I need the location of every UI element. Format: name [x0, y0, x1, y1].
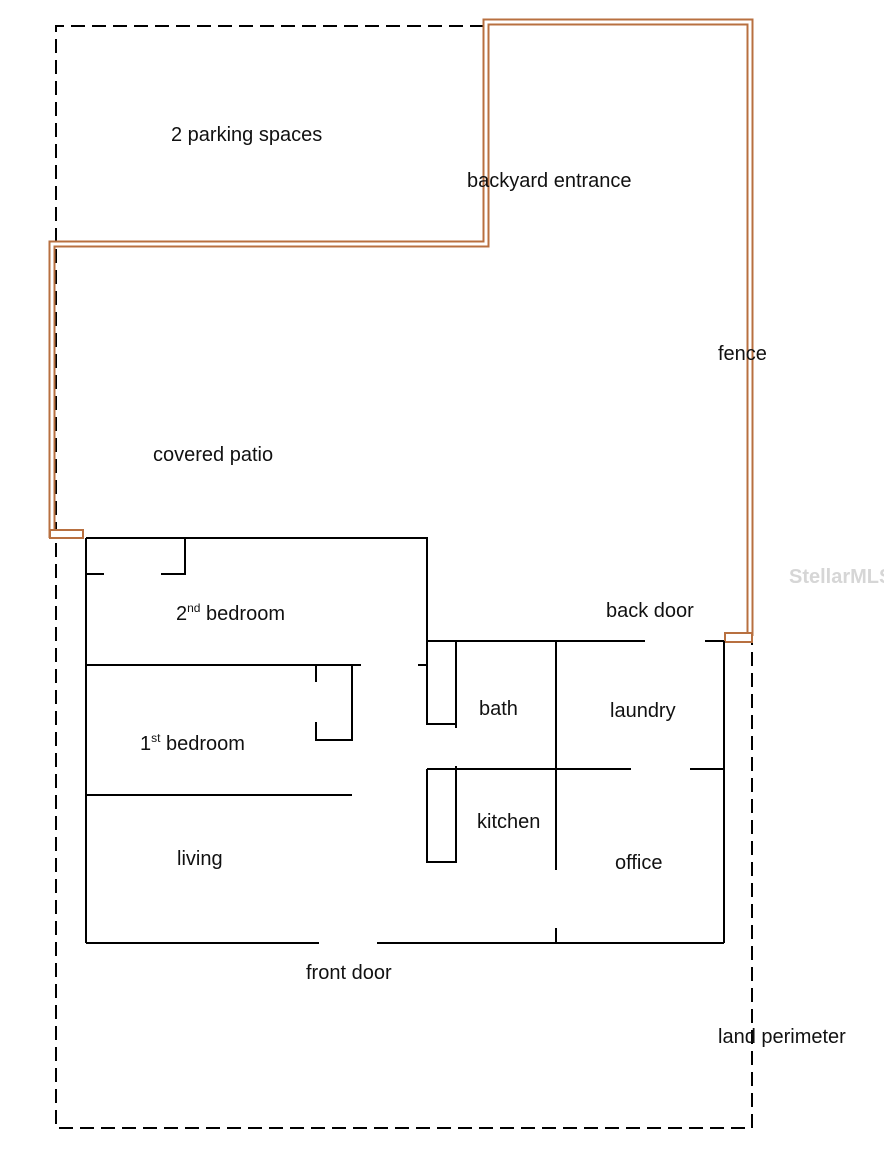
back-door-label: back door: [606, 600, 694, 622]
fence-post-left: [49, 529, 84, 539]
laundry-label: laundry: [610, 700, 676, 722]
living-label: living: [177, 848, 223, 870]
parking-label: 2 parking spaces: [171, 124, 322, 146]
kitchen-label: kitchen: [477, 811, 540, 833]
bedroom-2-label: 2nd bedroom: [176, 601, 285, 625]
land-perimeter-label: land perimeter: [718, 1026, 846, 1048]
backyard-entrance-label: backyard entrance: [467, 170, 632, 192]
office-label: office: [615, 852, 662, 874]
fence: [48, 18, 754, 643]
bath-label: bath: [479, 698, 518, 720]
watermark-logo: StellarMLS: [789, 566, 884, 588]
fence-label: fence: [718, 343, 767, 365]
room-labels: 2 parking spaces backyard entrance fence…: [140, 124, 846, 1048]
bedroom-1-label: 1st bedroom: [140, 731, 245, 755]
house-walls: [85, 537, 725, 944]
outer-wall: [86, 537, 645, 642]
land-perimeter-line: [55, 25, 753, 1129]
fence-post-right: [724, 632, 753, 643]
covered-patio-label: covered patio: [153, 444, 273, 466]
front-door-label: front door: [306, 962, 392, 984]
